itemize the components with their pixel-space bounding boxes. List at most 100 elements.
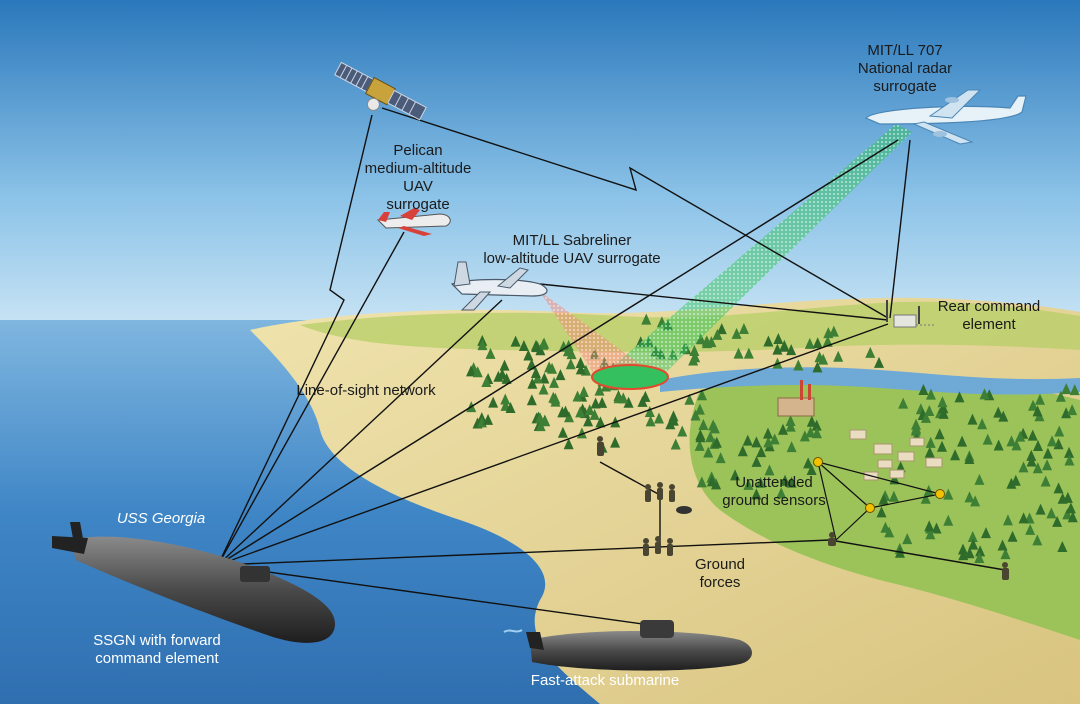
tree [937,396,948,408]
tree [974,552,985,564]
tree [689,345,700,357]
tree [1065,502,1076,514]
factory [777,380,815,417]
tree [924,446,935,458]
label-line: surrogate [386,196,450,213]
fast-attack-submarine [503,620,752,671]
tree [1067,511,1078,523]
tree [690,351,701,363]
tree [1032,405,1043,417]
tree [975,545,986,557]
label-line: MIT/LL 707 [867,42,943,59]
tree [1040,475,1051,487]
tree [583,415,594,427]
tree [755,476,766,488]
tree [531,339,542,351]
tree [1025,523,1036,535]
tree [1033,440,1044,452]
tree [925,436,936,448]
tree [731,327,742,339]
tree [694,403,705,415]
tree [668,414,679,426]
tree [743,478,754,490]
tree [594,384,605,396]
label-line: National radar [857,60,953,77]
tree [550,395,561,407]
tree [1047,435,1058,447]
tree [1057,492,1068,504]
label-unattended-sensors: Unattended ground sensors [704,474,844,510]
tree [539,372,550,384]
label-sabreliner: MIT/LL Sabreliner low-altitude UAV surro… [472,232,672,268]
tree [500,393,511,405]
tree [763,335,774,347]
tree [743,347,754,359]
tree [937,440,948,452]
tree [967,531,978,543]
tree [876,506,887,518]
tree [505,401,516,413]
label-ssgn: SSGN with forward command element [72,632,242,668]
communication-links [217,107,1006,626]
tree [684,393,695,405]
tree [575,363,586,375]
tree [1015,430,1026,442]
tree [544,361,555,373]
label-pelican: Pelican medium-altitude UAV surrogate [358,142,478,214]
tree [540,415,551,427]
tree [902,533,913,545]
tree [968,538,979,550]
tree [812,337,823,349]
label-line: surrogate [873,78,937,95]
tree [472,366,483,378]
tree [786,441,797,453]
tree [1007,530,1018,542]
tree [1000,548,1011,560]
label-mitll-707: MIT/LL 707 National radar surrogate [850,42,960,96]
tree [898,397,909,409]
tree [711,436,722,448]
tree [980,527,991,539]
satellite [334,61,427,121]
tree [535,420,546,432]
tree [695,333,706,345]
sensor-node [865,503,875,513]
tree [1026,455,1037,467]
tree [737,445,748,457]
sensor-node [935,489,945,499]
tree [982,433,993,445]
tree [563,438,574,450]
tree [833,350,844,362]
tree [644,406,655,418]
tree [974,473,985,485]
tree [865,346,876,358]
tree [793,359,804,371]
tree [772,343,783,355]
tree [618,392,629,404]
grass-region [689,375,1080,640]
river [660,367,1080,395]
tree [888,490,899,502]
tree [1032,534,1043,546]
tree [523,349,534,361]
tree [670,438,681,450]
tree [623,396,634,408]
tree [924,405,935,417]
tree [751,436,762,448]
tree [777,423,788,435]
tree [1062,508,1073,520]
tree [560,405,571,417]
tree [530,366,541,378]
tree [694,439,705,451]
tree [763,436,774,448]
tree [970,495,981,507]
tree [575,357,586,369]
tree [773,333,784,345]
tree [811,419,822,431]
tree [805,426,816,438]
label-line: Ground [694,556,746,573]
tree [1064,454,1075,466]
tree [555,369,566,381]
tree [535,412,546,424]
tree [1061,383,1072,395]
